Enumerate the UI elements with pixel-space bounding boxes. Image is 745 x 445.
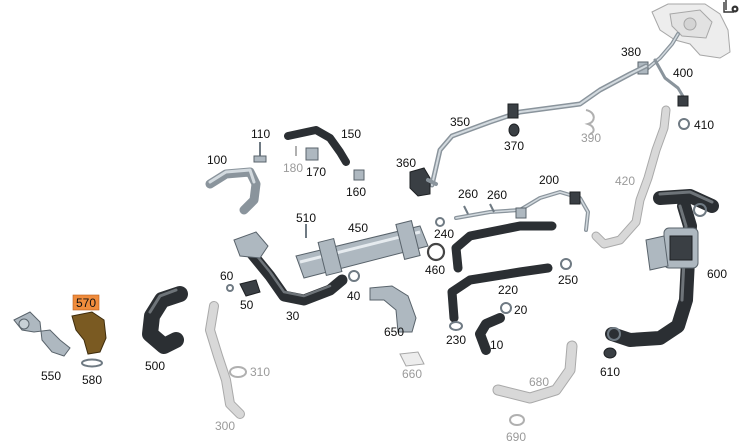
part-370-clamp[interactable] — [508, 123, 520, 137]
part-160-clamp[interactable] — [353, 169, 365, 181]
part-230-clamp[interactable] — [449, 321, 463, 331]
label-p220[interactable]: 220 — [498, 283, 518, 297]
label-p260a[interactable]: 260 — [458, 187, 478, 201]
label-p150[interactable]: 150 — [341, 127, 361, 141]
part-410-connector[interactable] — [677, 95, 690, 130]
label-p40[interactable]: 40 — [347, 289, 361, 303]
label-p660[interactable]: 660 — [402, 367, 422, 381]
part-240-ring[interactable] — [435, 217, 445, 227]
label-p100[interactable]: 100 — [207, 153, 227, 167]
part-650-hose[interactable] — [369, 285, 417, 333]
label-p50[interactable]: 50 — [240, 298, 254, 312]
selected-label-highlight — [72, 294, 100, 311]
part-610-clamp[interactable] — [603, 347, 617, 359]
label-p690[interactable]: 690 — [506, 430, 526, 444]
part-170-clip[interactable] — [305, 147, 319, 161]
label-p650[interactable]: 650 — [384, 325, 404, 339]
label-p180[interactable]: 180 — [283, 161, 303, 175]
part-110-bolt[interactable] — [253, 142, 267, 163]
part-680-hose[interactable] — [492, 340, 578, 404]
label-p500[interactable]: 500 — [145, 359, 165, 373]
label-p580[interactable]: 580 — [82, 373, 102, 387]
label-p420[interactable]: 420 — [615, 174, 635, 188]
label-p300[interactable]: 300 — [215, 419, 235, 433]
part-580-clamp[interactable] — [81, 358, 103, 368]
part-100-hose[interactable] — [205, 167, 261, 215]
label-p20[interactable]: 20 — [514, 303, 528, 317]
part-660-bracket[interactable] — [399, 351, 425, 367]
part-570-hose-selected[interactable] — [71, 311, 107, 355]
part-310-clamp[interactable] — [229, 366, 247, 378]
label-p600[interactable]: 600 — [707, 267, 727, 281]
part-260-clips[interactable] — [463, 203, 495, 215]
part-30-hose[interactable] — [233, 231, 348, 306]
label-p370[interactable]: 370 — [504, 139, 524, 153]
label-p110[interactable]: 110 — [251, 127, 270, 141]
part-390-clip[interactable] — [584, 109, 595, 135]
part-150-hose[interactable] — [284, 126, 350, 166]
label-p260b[interactable]: 260 — [487, 188, 507, 202]
document-settings-icon[interactable] — [723, 0, 739, 13]
part-500-hose[interactable] — [142, 286, 188, 354]
label-p450[interactable]: 450 — [348, 221, 368, 235]
label-p30[interactable]: 30 — [286, 309, 300, 323]
label-p200[interactable]: 200 — [539, 173, 559, 187]
part-300-hose[interactable] — [205, 301, 245, 419]
label-p410[interactable]: 410 — [694, 118, 714, 132]
label-p170[interactable]: 170 — [306, 165, 326, 179]
label-p10[interactable]: 10 — [490, 338, 504, 352]
label-p610[interactable]: 610 — [600, 365, 620, 379]
part-200-hose[interactable] — [454, 190, 590, 232]
label-p250[interactable]: 250 — [558, 273, 578, 287]
label-p60[interactable]: 60 — [220, 269, 234, 283]
label-p680[interactable]: 680 — [529, 375, 549, 389]
label-p350[interactable]: 350 — [450, 115, 470, 129]
part-10-hose[interactable] — [475, 313, 505, 355]
label-p160[interactable]: 160 — [346, 185, 366, 199]
part-400-engine-housing[interactable] — [651, 3, 731, 59]
label-p400[interactable]: 400 — [673, 66, 693, 80]
part-550-flange[interactable] — [13, 311, 71, 357]
label-p550[interactable]: 550 — [41, 369, 61, 383]
label-p360[interactable]: 360 — [396, 156, 416, 170]
part-360-bracket[interactable] — [409, 167, 438, 197]
part-50-connector[interactable] — [239, 279, 261, 297]
part-460-oring[interactable] — [426, 242, 446, 262]
label-p390[interactable]: 390 — [581, 131, 601, 145]
label-p380[interactable]: 380 — [621, 45, 641, 59]
part-20-clamp[interactable] — [500, 302, 512, 314]
part-600-thermostat-assembly[interactable] — [605, 189, 719, 347]
label-layer: 10 20 30 40 50 60 100 110 150 160 170 18… — [41, 45, 727, 444]
label-p570[interactable]: 570 — [76, 296, 96, 310]
label-p230[interactable]: 230 — [446, 333, 466, 347]
part-350-coolant-pipe[interactable] — [429, 63, 649, 188]
part-220-hose[interactable] — [447, 221, 572, 323]
label-p510[interactable]: 510 — [296, 211, 316, 225]
part-40-clamp[interactable] — [348, 270, 360, 282]
part-60-bolt[interactable] — [226, 284, 234, 292]
label-p310[interactable]: 310 — [250, 365, 270, 379]
part-450-cooler[interactable] — [295, 219, 429, 279]
part-420-hose[interactable] — [591, 105, 671, 249]
label-p460[interactable]: 460 — [425, 263, 445, 277]
part-690-clamp[interactable] — [509, 414, 525, 426]
label-p240[interactable]: 240 — [434, 227, 454, 241]
